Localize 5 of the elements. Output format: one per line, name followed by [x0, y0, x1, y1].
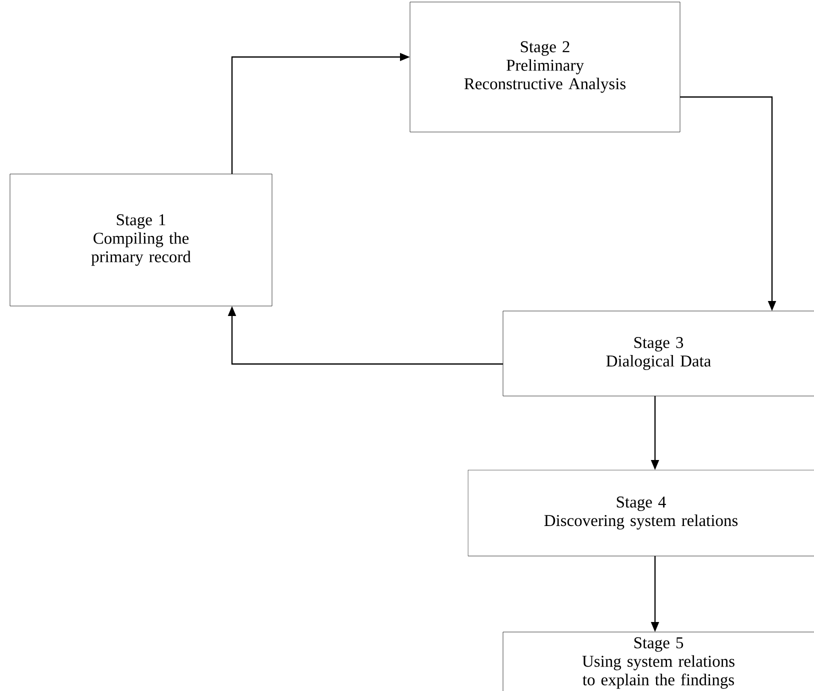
stage-box: Stage 4 Discovering system relations [468, 470, 814, 556]
stage-box: Stage 2 Preliminary Reconstructive Analysis [410, 2, 680, 132]
stage-box: Stage 1 Compiling the primary record [10, 174, 272, 306]
stage-box: Stage 5 Using system relations to explain the findings [502, 632, 814, 691]
stage-box: Stage 3 Dialogical Data [502, 310, 814, 396]
